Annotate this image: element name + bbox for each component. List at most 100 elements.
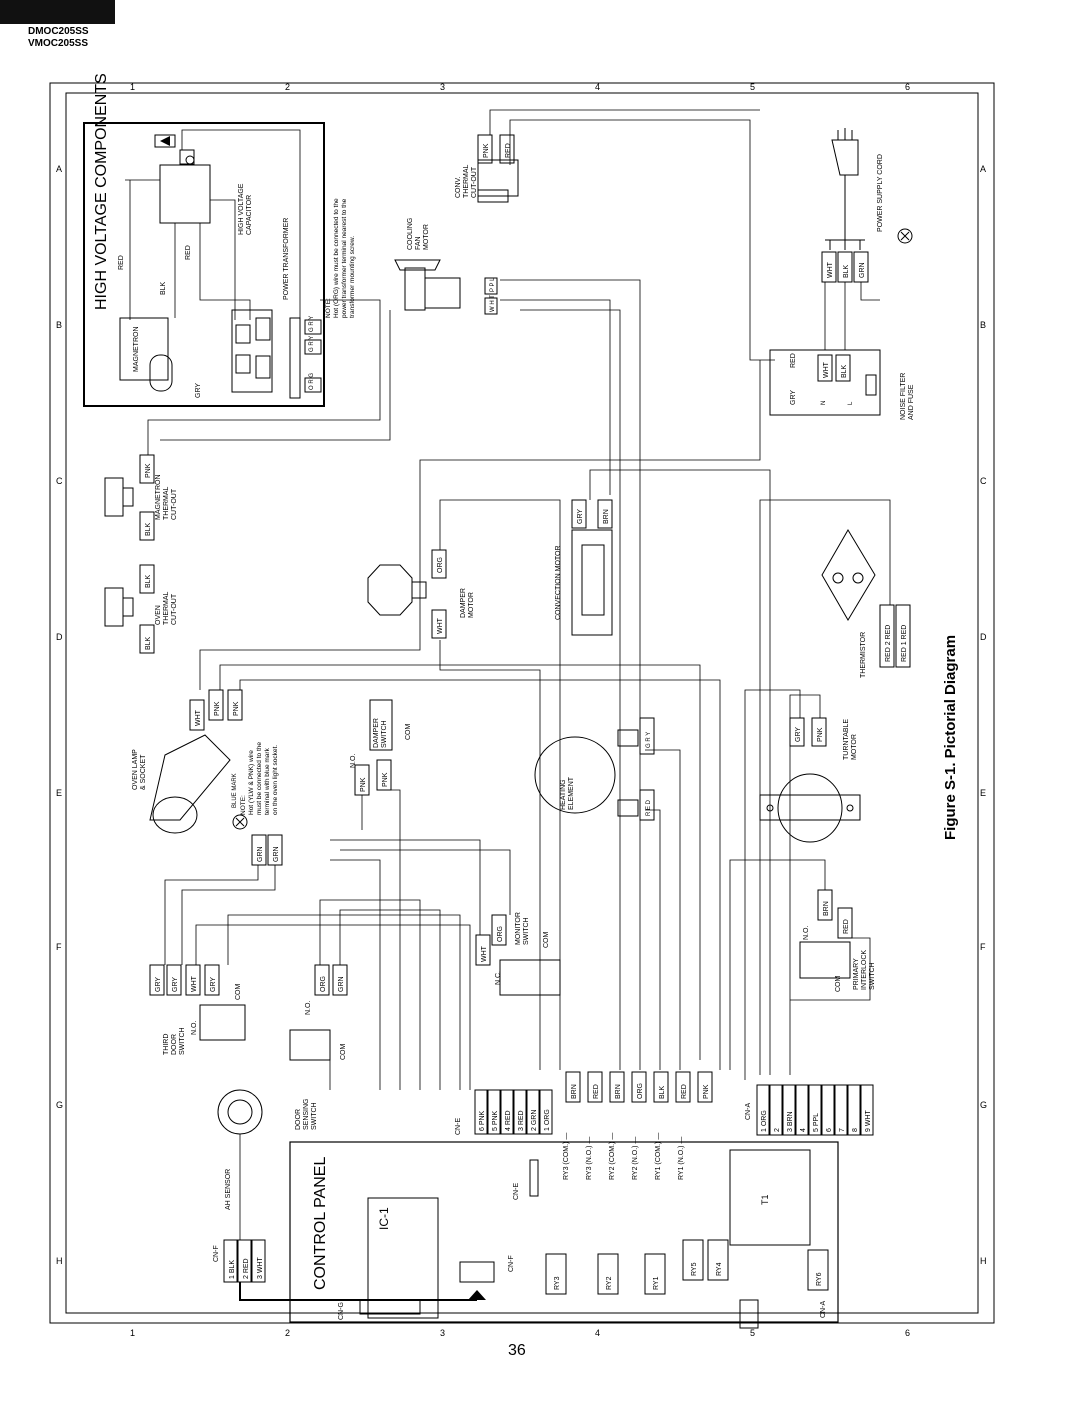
magnetron-label: MAGNETRON xyxy=(133,327,140,373)
cn-f-wire-label: 3 WHT xyxy=(257,1257,264,1280)
grid-column-label: 6 xyxy=(905,1328,910,1338)
model-number: DMOC205SS xyxy=(28,26,89,37)
grid-row-label: D xyxy=(980,632,987,642)
cn-a-wire-box xyxy=(821,1084,835,1136)
svg-text:ORG: ORG xyxy=(437,557,444,573)
cn-a-wire-box xyxy=(756,1084,770,1136)
cn-a-wire-label: 8 xyxy=(852,1128,859,1132)
cn-e-wire-box xyxy=(487,1089,501,1135)
relay-box-label: RY4 xyxy=(716,1262,723,1276)
cn-f-wire-box xyxy=(223,1239,238,1283)
svg-text:GRN: GRN xyxy=(338,976,345,992)
svg-text:PNK: PNK xyxy=(360,777,367,792)
svg-text:COM: COM xyxy=(235,984,242,1001)
grid-row-label: B xyxy=(56,320,62,330)
svg-text:CN-F: CN-F xyxy=(508,1255,515,1272)
relay-label: RY1 (N.O.) — xyxy=(678,1137,685,1180)
grid-row-label: E xyxy=(980,788,986,798)
relay-wire-color: BLK xyxy=(659,1085,666,1099)
relay-wire-box xyxy=(609,1071,625,1103)
grid-column-label: 4 xyxy=(595,1328,600,1338)
grid-column-label: 2 xyxy=(285,1328,290,1338)
cn-f-wire-label: 1 BLK xyxy=(229,1260,236,1279)
relay-wire-box xyxy=(653,1071,669,1103)
grid-column-label: 3 xyxy=(440,1328,445,1338)
svg-text:RED: RED xyxy=(843,919,850,934)
oven-thermal-label: OVENTHERMALCUT-OUT xyxy=(155,591,178,625)
figure-title: Figure S-1. Pictorial Diagram xyxy=(942,635,959,840)
blue-mark-label: BLUE MARK xyxy=(232,773,238,808)
lamp-note: NOTE: Hot (YLW & PNK) wire must be conne… xyxy=(240,740,279,815)
damper-motor: ORG WHT DAMPERMOTOR xyxy=(367,549,475,639)
grid-row-label: G xyxy=(56,1100,63,1110)
cn-e-wire-box xyxy=(526,1089,540,1135)
svg-text:GRY: GRY xyxy=(790,390,797,405)
cn-a-wire-label: 2 xyxy=(774,1128,781,1132)
hv-capacitor-label: HIGH VOLTAGECAPACITOR xyxy=(238,183,253,235)
monitor-switch: WHT ORG MONITORSWITCH N.C. COM xyxy=(475,912,561,996)
svg-text:O R G: O R G xyxy=(309,373,315,390)
svg-text:WHT: WHT xyxy=(437,617,444,634)
ic1-label: IC-1 xyxy=(377,1207,391,1230)
cn-e-wire-box xyxy=(539,1089,553,1135)
svg-text:BLK: BLK xyxy=(160,281,167,295)
relay-wire-color: RED xyxy=(681,1084,688,1099)
power-supply-cord: POWER SUPPLY CORD WHT BLK GRN xyxy=(821,128,913,283)
svg-text:W H T: W H T xyxy=(490,295,496,312)
grid-row-label: C xyxy=(980,476,987,486)
conv-thermal-cutout: PNK RED CONV.THERMALCUT-OUT xyxy=(455,134,519,203)
svg-text:RED 1 RED: RED 1 RED xyxy=(901,625,908,662)
svg-text:BLK: BLK xyxy=(145,636,152,650)
hv-title: HIGH VOLTAGE COMPONENTS xyxy=(93,73,110,310)
relay-label: RY2 (N.O.) — xyxy=(632,1137,639,1180)
svg-text:BLK: BLK xyxy=(145,522,152,536)
grid-row-label: H xyxy=(56,1256,63,1266)
svg-text:CN-F: CN-F xyxy=(213,1245,220,1262)
svg-text:GRY: GRY xyxy=(172,977,179,992)
svg-text:WHT: WHT xyxy=(827,261,834,278)
svg-text:WHT: WHT xyxy=(823,361,830,378)
grid-row-label: G xyxy=(980,1100,987,1110)
cn-a-wire-box xyxy=(795,1084,809,1136)
wiring xyxy=(147,109,891,1240)
svg-text:ORG: ORG xyxy=(497,926,504,942)
grid-row-label: A xyxy=(980,164,986,174)
svg-text:BLK: BLK xyxy=(841,364,848,378)
grid-row-label: F xyxy=(56,942,62,952)
cn-e-wire-label: 4 RED xyxy=(505,1110,512,1131)
relay-box-label: RY6 xyxy=(816,1272,823,1286)
relay-label: RY3 (N.O.) — xyxy=(586,1137,593,1180)
svg-text:PNK: PNK xyxy=(214,701,221,716)
conv-thermal-label: CONV.THERMALCUT-OUT xyxy=(455,164,478,198)
grid-column-label: 2 xyxy=(285,82,290,92)
svg-text:BRN: BRN xyxy=(603,509,610,524)
relay-box xyxy=(807,1249,829,1291)
power-transformer-label: POWER TRANSFORMER xyxy=(283,218,290,300)
relay-box xyxy=(545,1253,567,1295)
ah-sensor-label: AH SENSOR xyxy=(225,1169,232,1210)
grid-column-label: 6 xyxy=(905,82,910,92)
relay-wire-box xyxy=(587,1071,603,1103)
relay-wire-color: BRN xyxy=(571,1084,578,1099)
cn-a-wire-label: 9 WHT xyxy=(865,1110,872,1133)
control-panel-title: CONTROL PANEL xyxy=(312,1157,329,1290)
svg-text:CN-E: CN-E xyxy=(455,1118,462,1135)
t1-label: T1 xyxy=(760,1194,770,1205)
cn-e-wire-label: 6 PNK xyxy=(479,1110,486,1131)
svg-text:COM: COM xyxy=(543,932,550,949)
page-number: 36 xyxy=(508,1342,526,1359)
svg-text:RED 2 RED: RED 2 RED xyxy=(885,625,892,662)
door-sensing-label: DOORSENSINGSWITCH xyxy=(295,1098,318,1130)
relay-wire-box xyxy=(697,1071,713,1103)
cn-f-wire-box xyxy=(237,1239,252,1283)
grid-row-label: F xyxy=(980,942,986,952)
svg-text:ORG: ORG xyxy=(320,976,327,992)
svg-text:CN-A: CN-A xyxy=(745,1103,752,1120)
relay-wire-box xyxy=(631,1071,647,1103)
relay-box-label: RY2 xyxy=(606,1276,613,1290)
svg-text:COM: COM xyxy=(835,976,842,993)
door-sensing-switch: ORG GRN DOORSENSINGSWITCH N.O. COM xyxy=(289,964,348,1130)
svg-text:BLK: BLK xyxy=(145,574,152,588)
damper-switch: DAMPERSWITCH PNK PNK N.O. COM xyxy=(350,699,412,796)
